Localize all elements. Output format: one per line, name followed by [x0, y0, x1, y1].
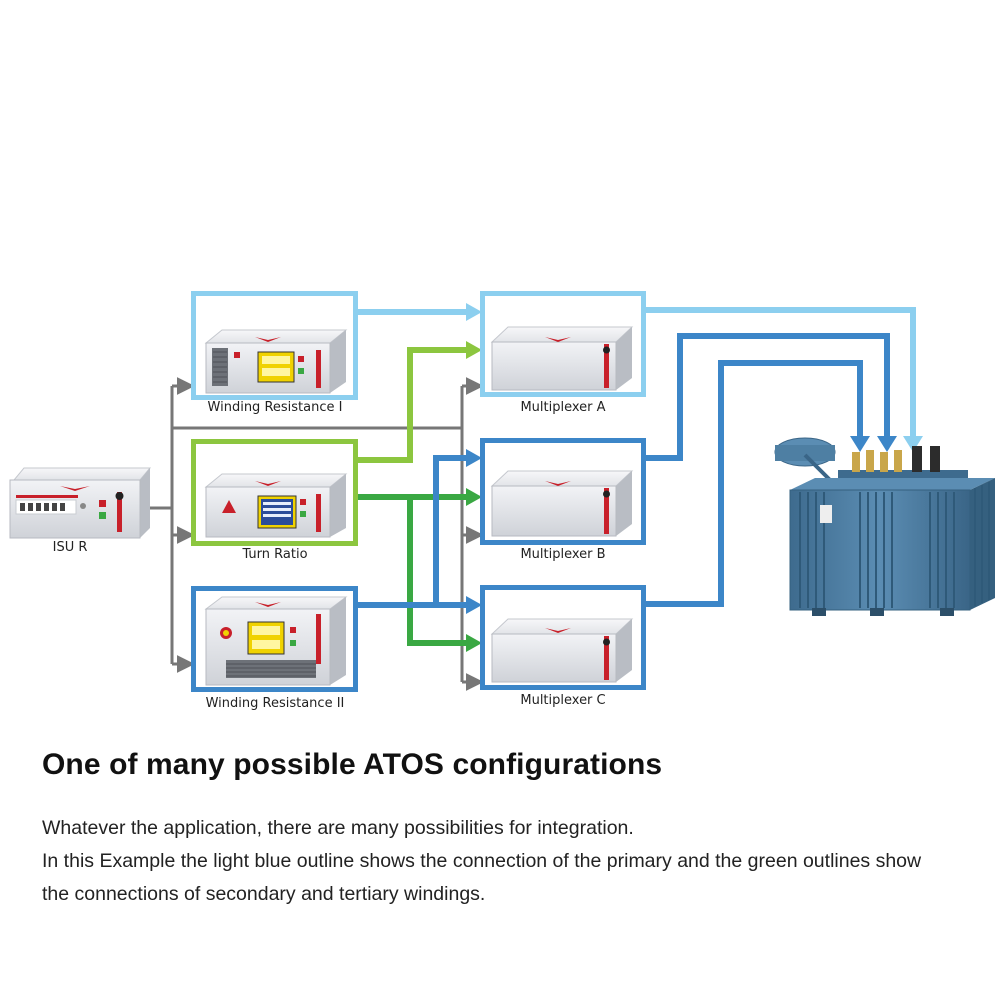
- winding-resistance-2-outline: [191, 586, 358, 692]
- multiplexer-b-label: Multiplexer B: [520, 547, 605, 562]
- turn-ratio-device: [204, 473, 348, 538]
- green-light-arrowhead: [466, 341, 482, 359]
- winding-resistance-2-label: Winding Resistance II: [206, 696, 345, 711]
- isu-r-device: [9, 467, 152, 539]
- winding-resistance-1-device: [204, 329, 348, 394]
- atos-configuration-diagram: Winding Resistance I Turn Ratio Winding …: [9, 291, 995, 711]
- multiplexer-a-label: Multiplexer A: [520, 400, 605, 415]
- blue-arrowheads: [466, 436, 897, 614]
- page-heading: One of many possible ATOS configurations: [42, 748, 663, 781]
- winding-resistance-2-device: [204, 596, 348, 686]
- winding-resistance-1-outline: [191, 291, 358, 400]
- bushings: [852, 450, 902, 472]
- blue-connections: [356, 333, 890, 608]
- description-line-2: In this Example the light blue outline s…: [42, 850, 922, 905]
- multiplexer-a-outline: [480, 291, 646, 397]
- transformer: [774, 437, 995, 616]
- multiplexer-c-device: [490, 618, 634, 683]
- primary-arrowheads: [466, 303, 923, 452]
- multiplexer-c-label: Multiplexer C: [520, 693, 605, 708]
- multiplexer-b-outline: [480, 438, 646, 545]
- multiplexer-c-outline: [480, 585, 646, 690]
- description-line-1: Whatever the application, there are many…: [42, 817, 634, 839]
- green-connections: [356, 494, 468, 646]
- green-arrowheads: [466, 488, 482, 652]
- isu-r-label: ISU R: [53, 540, 88, 555]
- winding-resistance-1-label: Winding Resistance I: [208, 400, 343, 415]
- turn-ratio-label: Turn Ratio: [241, 547, 307, 562]
- green-light-connections: [356, 347, 468, 463]
- isu-gray-connections: [148, 377, 484, 691]
- multiplexer-a-device: [490, 326, 634, 391]
- description: Whatever the application, there are many…: [42, 812, 942, 911]
- primary-connections: [356, 307, 916, 438]
- multiplexer-b-device: [490, 470, 634, 537]
- turn-ratio-outline: [191, 439, 358, 546]
